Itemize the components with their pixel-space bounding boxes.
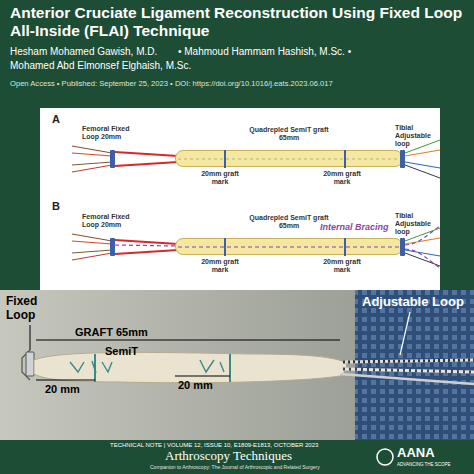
graft-marks-a <box>178 150 405 168</box>
graft-node: Quadrepled SemiT graft 65mm <box>175 126 403 167</box>
label-text: Tibial Adjustable loop <box>395 124 441 148</box>
header-band <box>0 0 474 110</box>
graft-marking <box>70 360 224 373</box>
photo-graft <box>34 352 346 382</box>
label-text: B <box>52 200 66 213</box>
graft-body <box>175 238 403 255</box>
internal-brace <box>178 246 400 247</box>
suture-line <box>72 165 112 172</box>
label-text: Arthroscopy Techniques <box>165 449 365 464</box>
suture-strand <box>343 369 474 372</box>
graft-mark <box>224 238 226 256</box>
label-text: 20 mm <box>45 383 105 396</box>
suture-line <box>405 253 440 266</box>
label-text: A <box>52 113 66 126</box>
label-text: Hesham Mohamed Gawish, M.D. <box>10 46 170 58</box>
label-text: 20 mm <box>178 379 238 392</box>
dimension-line <box>36 340 340 341</box>
internal-brace <box>115 245 178 246</box>
label-text: Femoral Fixed Loop 20mm <box>82 213 140 229</box>
diagram-panel <box>40 108 440 290</box>
graft-mark-line <box>229 354 231 382</box>
panel-b-drawing <box>72 226 440 268</box>
label-text: Fixed Loop <box>6 295 58 323</box>
label-text: ADVANCING THE SCOPE <box>397 462 467 467</box>
femoral-button <box>110 150 115 168</box>
label-text: Adjustable Loop <box>362 295 474 310</box>
label-text: 20mm graft mark <box>322 170 362 186</box>
grid-board <box>355 290 474 440</box>
suture-line <box>405 150 440 156</box>
graft-mark <box>224 150 226 168</box>
internal-brace <box>405 226 440 245</box>
graft-marks-b <box>178 238 405 256</box>
suture-strand <box>343 360 474 362</box>
graft-mark <box>344 150 346 168</box>
graft-label: Quadrepled SemiT graft 65mm <box>249 126 329 148</box>
label-text: 20mm graft mark <box>200 258 240 274</box>
graft-mark <box>344 238 346 256</box>
label-text: Mohamed Abd Elmonsef Elghaish, M.Sc. <box>10 60 270 72</box>
graft-seam <box>178 159 400 160</box>
graft-label: Quadrepled SemiT graft 65mm <box>249 214 329 236</box>
panel-a-drawing <box>72 140 440 178</box>
footer-band <box>0 440 474 474</box>
label-text: • Mahmoud Hammam Hashish, M.Sc. • <box>178 46 398 58</box>
tibial-button <box>400 150 405 168</box>
label-text: AANA <box>397 446 457 461</box>
label-text: Tibial Adjustable loop <box>395 212 441 236</box>
suture-strand <box>340 374 474 384</box>
label-text: Companion to Arthroscopy: The Journal of… <box>150 465 390 471</box>
graft-node: Quadrepled SemiT graft 65mm <box>175 214 403 255</box>
title-text: Anterior Cruciate Ligament Reconstructio… <box>10 4 465 40</box>
fixed-loop <box>115 240 178 244</box>
suture-line <box>72 162 112 165</box>
suture-line <box>405 165 440 178</box>
suture-line <box>405 238 440 244</box>
fixed-loop-button <box>26 352 34 376</box>
suture-line <box>72 241 112 244</box>
photo-background <box>0 290 474 440</box>
label-text: Femoral Fixed Loop 20mm <box>82 125 140 141</box>
aana-logo-mark <box>377 449 393 465</box>
label-text: TECHNICAL NOTE | VOLUME 12, ISSUE 10, E1… <box>110 442 390 449</box>
suture-line <box>72 250 112 253</box>
tibial-button <box>400 238 405 256</box>
label-text: SemiT <box>105 345 165 358</box>
suture-line <box>72 253 112 260</box>
label-text: 20mm graft mark <box>200 170 240 186</box>
fixed-loop <box>115 162 178 166</box>
label-text: GRAFT 65mm <box>75 326 195 339</box>
graft-body <box>175 150 403 167</box>
suture-strand <box>343 369 474 372</box>
fixed-loop <box>115 250 178 254</box>
fixed-loop <box>115 152 178 156</box>
suture-line <box>72 153 112 156</box>
suture-line <box>72 234 112 241</box>
dimension-line <box>36 380 95 381</box>
graft-mark-line <box>94 354 96 382</box>
leader-line <box>30 325 31 350</box>
dimension-line <box>175 376 230 377</box>
suture-strand <box>343 360 474 362</box>
suture-line <box>72 146 112 153</box>
label-text: 20mm graft mark <box>322 258 362 274</box>
leader-line <box>400 312 410 355</box>
internal-brace <box>405 249 440 268</box>
label-text: Open Access • Published: September 25, 2… <box>10 80 470 89</box>
femoral-button <box>110 238 115 256</box>
